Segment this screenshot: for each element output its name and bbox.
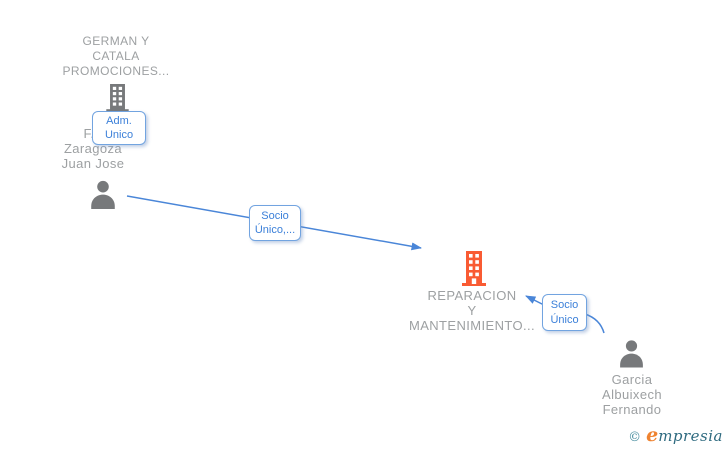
person2-line3: Fernando bbox=[602, 402, 662, 417]
company2-line1: REPARACION bbox=[427, 288, 517, 303]
edge-person2-box bbox=[584, 313, 605, 334]
person2-line2: Albuixech bbox=[602, 387, 662, 402]
socio-unico-2-line1: Socio bbox=[550, 299, 579, 311]
company1-line1: GERMAN Y bbox=[82, 34, 150, 48]
edge-arrow-company2 bbox=[525, 295, 545, 306]
company1-building-icon[interactable] bbox=[105, 84, 130, 112]
socio-unico-1-line1: Socio bbox=[261, 209, 289, 222]
relationship-box-adm-unico[interactable]: Adm. Unico bbox=[92, 111, 146, 145]
person1-line3: Juan Jose bbox=[61, 156, 125, 171]
person2-icon[interactable] bbox=[617, 339, 646, 368]
relationship-box-socio-unico-1[interactable]: Socio Único,... bbox=[249, 205, 301, 241]
person2-label: Garcia Albuixech Fernando bbox=[602, 372, 662, 417]
company1-line2: CATALA bbox=[92, 49, 140, 63]
company2-line3: MANTENIMIENTO... bbox=[408, 318, 536, 333]
copyright-symbol: © bbox=[628, 430, 642, 445]
person2-line1: Garcia bbox=[611, 372, 653, 387]
company2-building-icon[interactable] bbox=[461, 251, 487, 286]
company1-label: GERMAN Y CATALA PROMOCIONES... bbox=[63, 34, 170, 79]
empresia-logo-e: e bbox=[646, 424, 659, 446]
relationship-box-socio-unico-2[interactable]: Socio Único bbox=[542, 294, 587, 331]
empresia-logo[interactable]: © e mpresia bbox=[628, 424, 723, 446]
company2-line2: Y bbox=[467, 303, 477, 318]
empresia-logo-text: mpresia bbox=[658, 427, 723, 445]
socio-unico-2-line2: Único bbox=[550, 313, 579, 326]
adm-unico-line2: Unico bbox=[104, 129, 134, 141]
socio-unico-1-line2: Único,... bbox=[254, 224, 296, 236]
company1-line3: PROMOCIONES... bbox=[62, 64, 170, 78]
person1-icon[interactable] bbox=[88, 180, 118, 209]
adm-unico-line1: Adm. bbox=[106, 114, 132, 127]
company2-label: REPARACION Y MANTENIMIENTO... bbox=[409, 288, 535, 333]
